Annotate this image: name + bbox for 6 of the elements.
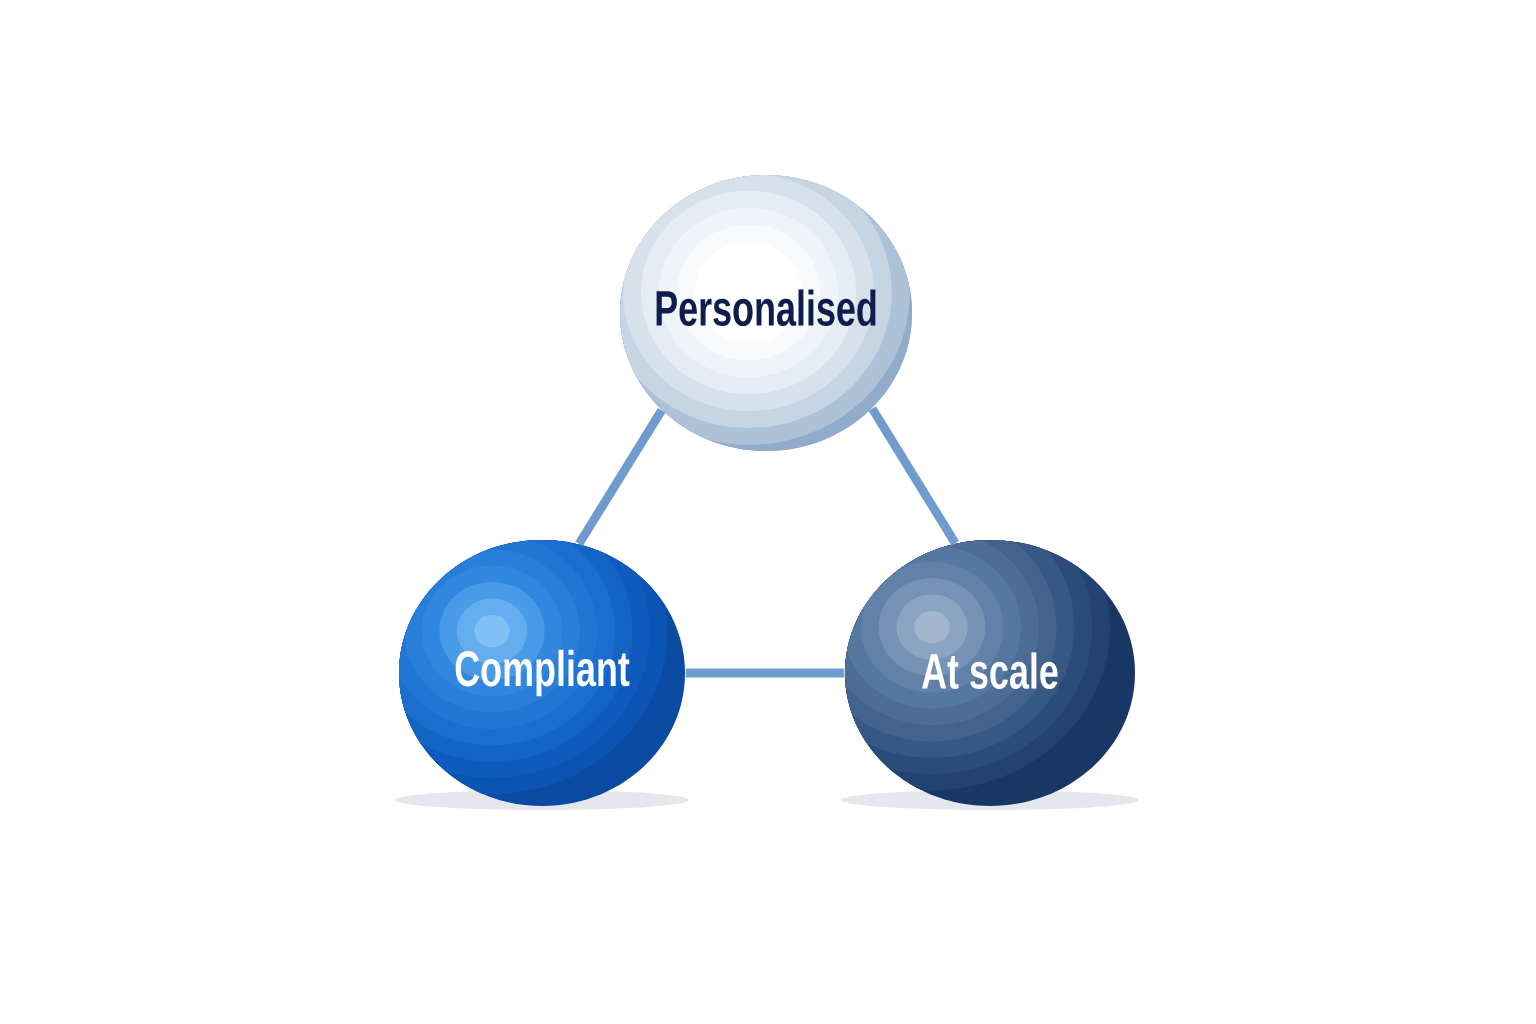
- connector-line: [868, 406, 959, 546]
- sphere: Compliant: [399, 540, 685, 806]
- connector-line: [575, 408, 666, 547]
- sphere: Personalised: [620, 175, 912, 451]
- sphere: At scale: [845, 540, 1135, 806]
- connector-line: [685, 668, 845, 678]
